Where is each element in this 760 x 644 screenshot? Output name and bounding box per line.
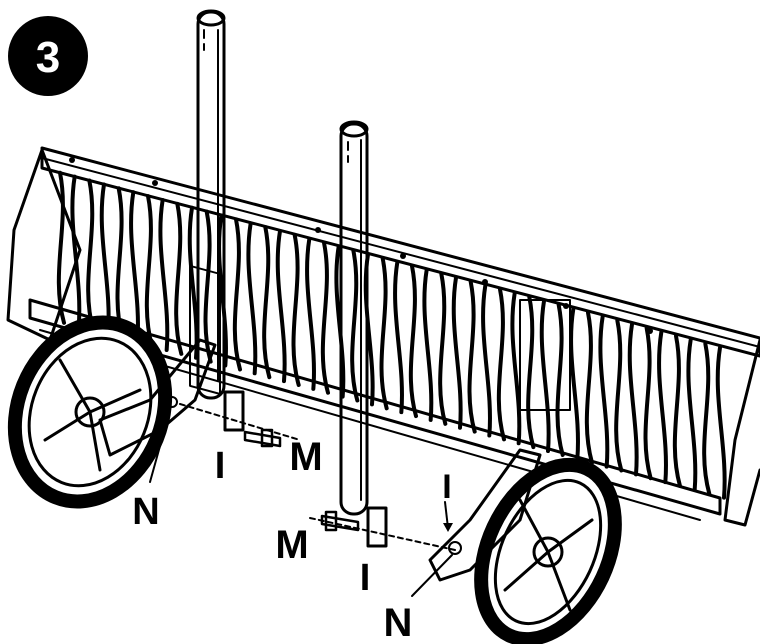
right-wheel-bracket [428,448,542,582]
tine [144,194,154,349]
tine [672,334,682,489]
tine [555,302,565,457]
left-handle-pole [196,9,245,432]
tine [686,337,698,492]
tine [393,260,404,415]
tine [379,256,389,411]
tine [510,291,522,446]
tine [481,283,492,438]
tine [99,182,111,337]
right-wheel [474,457,622,644]
tine [569,306,580,461]
tine [56,170,66,325]
label-i-right: I [442,468,451,506]
tine [232,217,242,372]
label-m-bottom: M [275,523,308,567]
tine [715,345,727,500]
tine [320,240,330,395]
tine [584,310,594,465]
tine [70,174,82,329]
tine [86,178,96,333]
tine [643,326,653,481]
tine [408,264,418,419]
tine [422,267,434,422]
tine [451,275,463,430]
left-wheel [7,315,173,509]
left-wheel-bracket [98,338,217,457]
tine [627,322,639,477]
tine [158,197,170,352]
tine [246,221,258,376]
tine [350,248,360,403]
tine [129,190,140,345]
step-badge: 3 [8,16,88,96]
tine [438,271,448,426]
tine [526,295,536,450]
tine [291,232,301,387]
tine [657,330,668,485]
tine [496,287,506,442]
tine [217,213,228,368]
label-n-right: N [384,601,413,644]
leader-lines [149,409,453,597]
tines [56,170,727,500]
tine [174,201,184,356]
tine [539,299,551,454]
tine [275,229,287,384]
step-number: 3 [36,33,60,82]
label-i-left: I [215,445,226,487]
tine [203,209,213,364]
tine [702,341,712,496]
tine [467,279,477,434]
tine [598,314,610,469]
right-handle-pole [339,120,388,548]
label-n-left: N [132,491,159,533]
tine [305,236,316,391]
tine [334,244,346,399]
tine [115,186,125,341]
label-i-bottom: I [360,557,371,599]
alignment-lines [179,403,456,551]
label-m-top: M [289,435,322,479]
tine [262,225,272,380]
tine [614,318,624,473]
